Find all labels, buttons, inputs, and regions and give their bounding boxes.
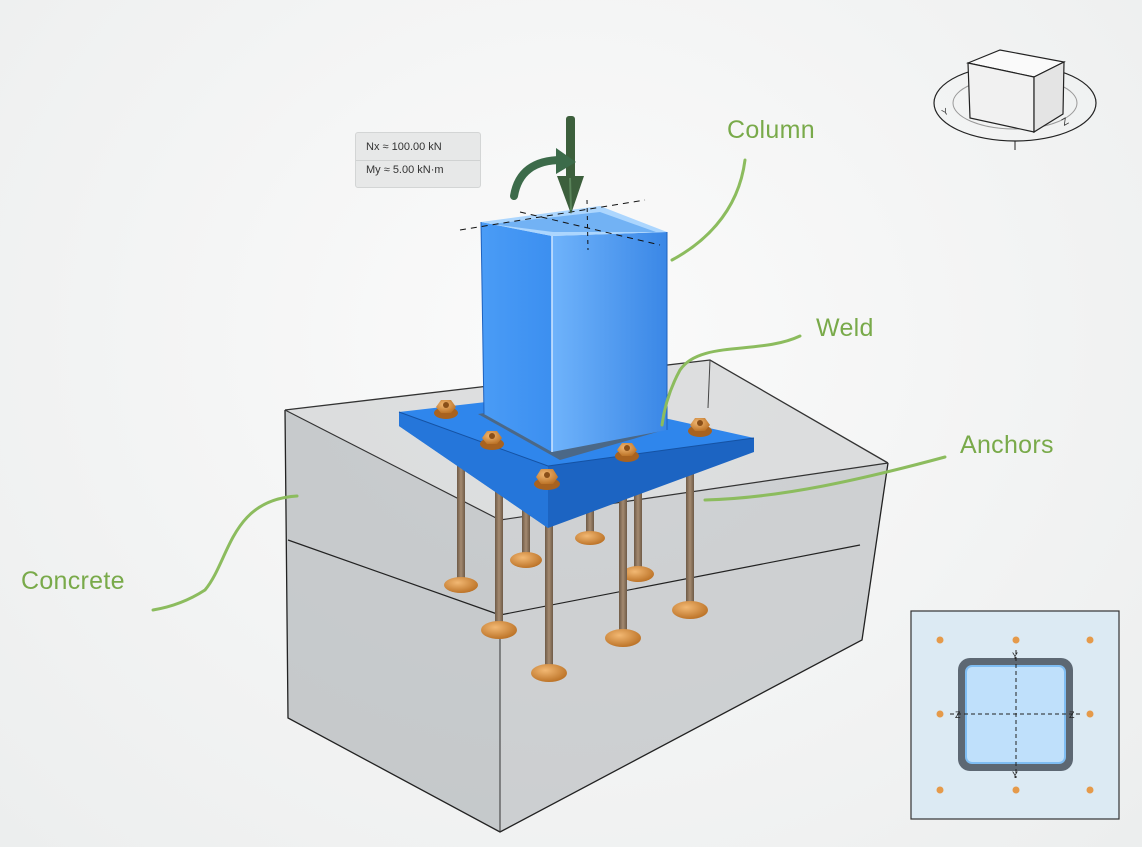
moment-arrow-icon: [510, 148, 576, 200]
load-box-divider: [356, 160, 480, 161]
leader-lines: [151, 158, 947, 612]
column-label: Column: [727, 116, 815, 144]
weld-label: Weld: [816, 314, 874, 342]
anchors-label: Anchors: [960, 431, 1054, 459]
column: [459, 199, 668, 452]
moment-load-text: My ≈ 5.00 kN·m: [366, 164, 444, 176]
svg-text:Z: Z: [1060, 116, 1071, 129]
axis-z-right-label: Z: [1069, 710, 1075, 720]
load-arrow-icon: [557, 116, 584, 214]
view-cube-icon[interactable]: Y Z: [933, 49, 1097, 150]
load-info-box: Nx ≈ 100.00 kN My ≈ 5.00 kN·m: [355, 132, 481, 188]
axis-y-bottom-label: Y: [1012, 770, 1018, 780]
axis-y-top-label: Y: [1012, 651, 1018, 661]
anchor-nuts: [434, 400, 712, 490]
axis-z-left-label: Z: [955, 710, 961, 720]
concrete-block: [284, 359, 889, 833]
axial-load-text: Nx ≈ 100.00 kN: [366, 141, 442, 153]
anchor-rods: [444, 455, 708, 682]
concrete-label: Concrete: [21, 567, 125, 595]
svg-text:Y: Y: [940, 106, 950, 118]
section-view: Y Y Z Z: [910, 610, 1120, 820]
